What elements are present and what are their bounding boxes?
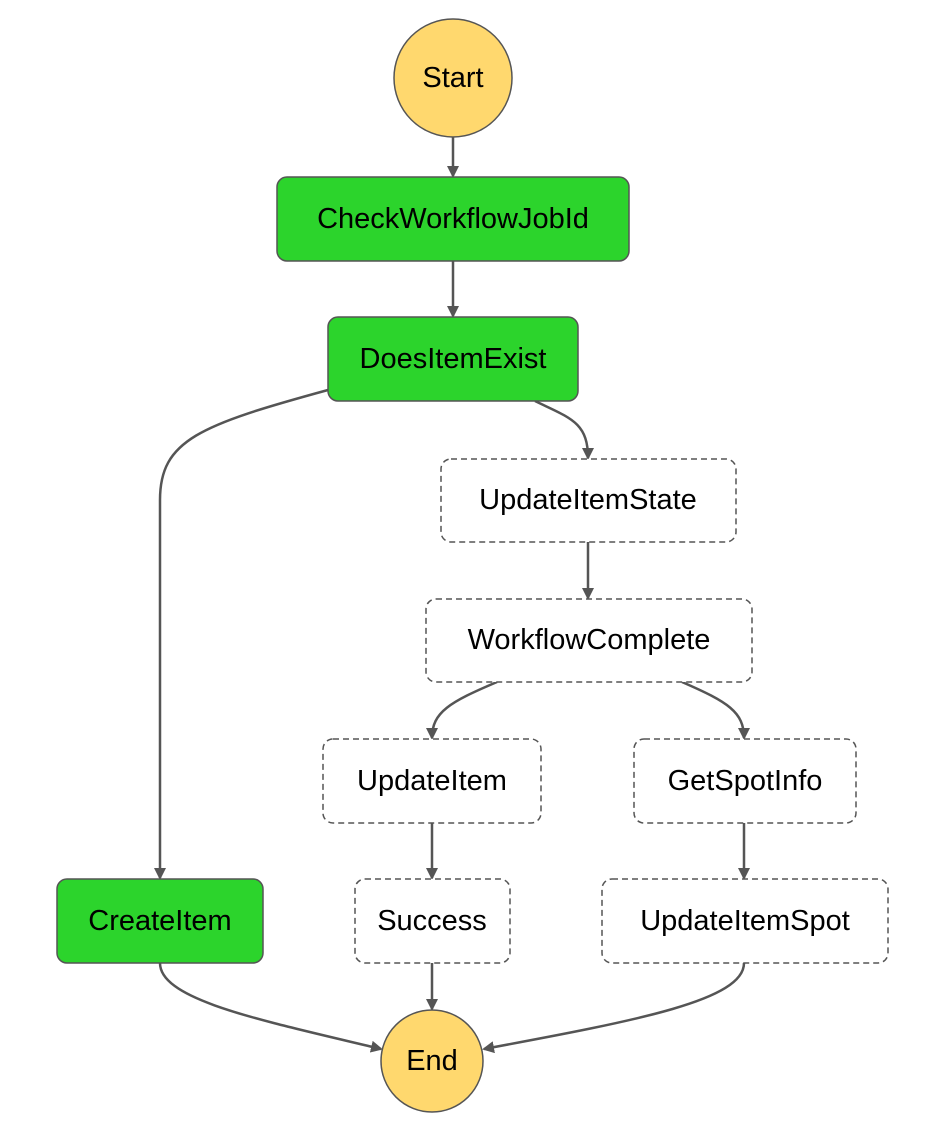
state-get-spot-info[interactable]: GetSpotInfo bbox=[633, 738, 857, 824]
edge-doesitemexist-to-createitem bbox=[154, 388, 329, 880]
edge-doesitemexist-to-updateitemstate bbox=[534, 399, 594, 460]
state-check-workflow-job-id[interactable]: CheckWorkflowJobId bbox=[276, 176, 630, 262]
edge-updateitemspot-to-end bbox=[482, 962, 746, 1054]
state-label: Success bbox=[377, 905, 487, 937]
state-label: CheckWorkflowJobId bbox=[317, 203, 589, 235]
state-box bbox=[425, 598, 753, 683]
state-label: UpdateItem bbox=[357, 765, 507, 797]
state-box bbox=[56, 878, 264, 964]
state-box bbox=[601, 878, 889, 964]
state-label: CreateItem bbox=[88, 905, 231, 937]
state-box bbox=[440, 458, 737, 543]
edge-workflowcomplete-to-getspotinfo bbox=[681, 680, 750, 740]
state-label: UpdateItemState bbox=[479, 484, 697, 516]
state-create-item[interactable]: CreateItem bbox=[56, 878, 264, 964]
end-circle bbox=[380, 1009, 484, 1113]
end-label: End bbox=[406, 1045, 458, 1077]
state-label: UpdateItemSpot bbox=[640, 905, 850, 937]
end-node[interactable]: End bbox=[380, 1009, 484, 1113]
state-box bbox=[322, 738, 542, 824]
state-update-item-state[interactable]: UpdateItemState bbox=[440, 458, 737, 543]
state-label: DoesItemExist bbox=[360, 343, 547, 375]
state-box bbox=[276, 176, 630, 262]
state-success[interactable]: Success bbox=[354, 878, 511, 964]
edge-workflowcomplete-to-updateitem bbox=[426, 680, 498, 740]
state-box bbox=[354, 878, 511, 964]
state-update-item-spot[interactable]: UpdateItemSpot bbox=[601, 878, 889, 964]
edges bbox=[154, 137, 750, 1054]
state-box bbox=[633, 738, 857, 824]
state-box bbox=[327, 316, 579, 402]
state-update-item[interactable]: UpdateItem bbox=[322, 738, 542, 824]
edge-createitem-to-end bbox=[158, 962, 383, 1053]
state-does-item-exist[interactable]: DoesItemExist bbox=[327, 316, 579, 402]
state-label: WorkflowComplete bbox=[468, 624, 711, 656]
state-workflow-complete[interactable]: WorkflowComplete bbox=[425, 598, 753, 683]
start-label: Start bbox=[422, 62, 483, 94]
state-label: GetSpotInfo bbox=[668, 765, 823, 797]
start-node[interactable]: Start bbox=[393, 18, 513, 138]
start-circle bbox=[393, 18, 513, 138]
